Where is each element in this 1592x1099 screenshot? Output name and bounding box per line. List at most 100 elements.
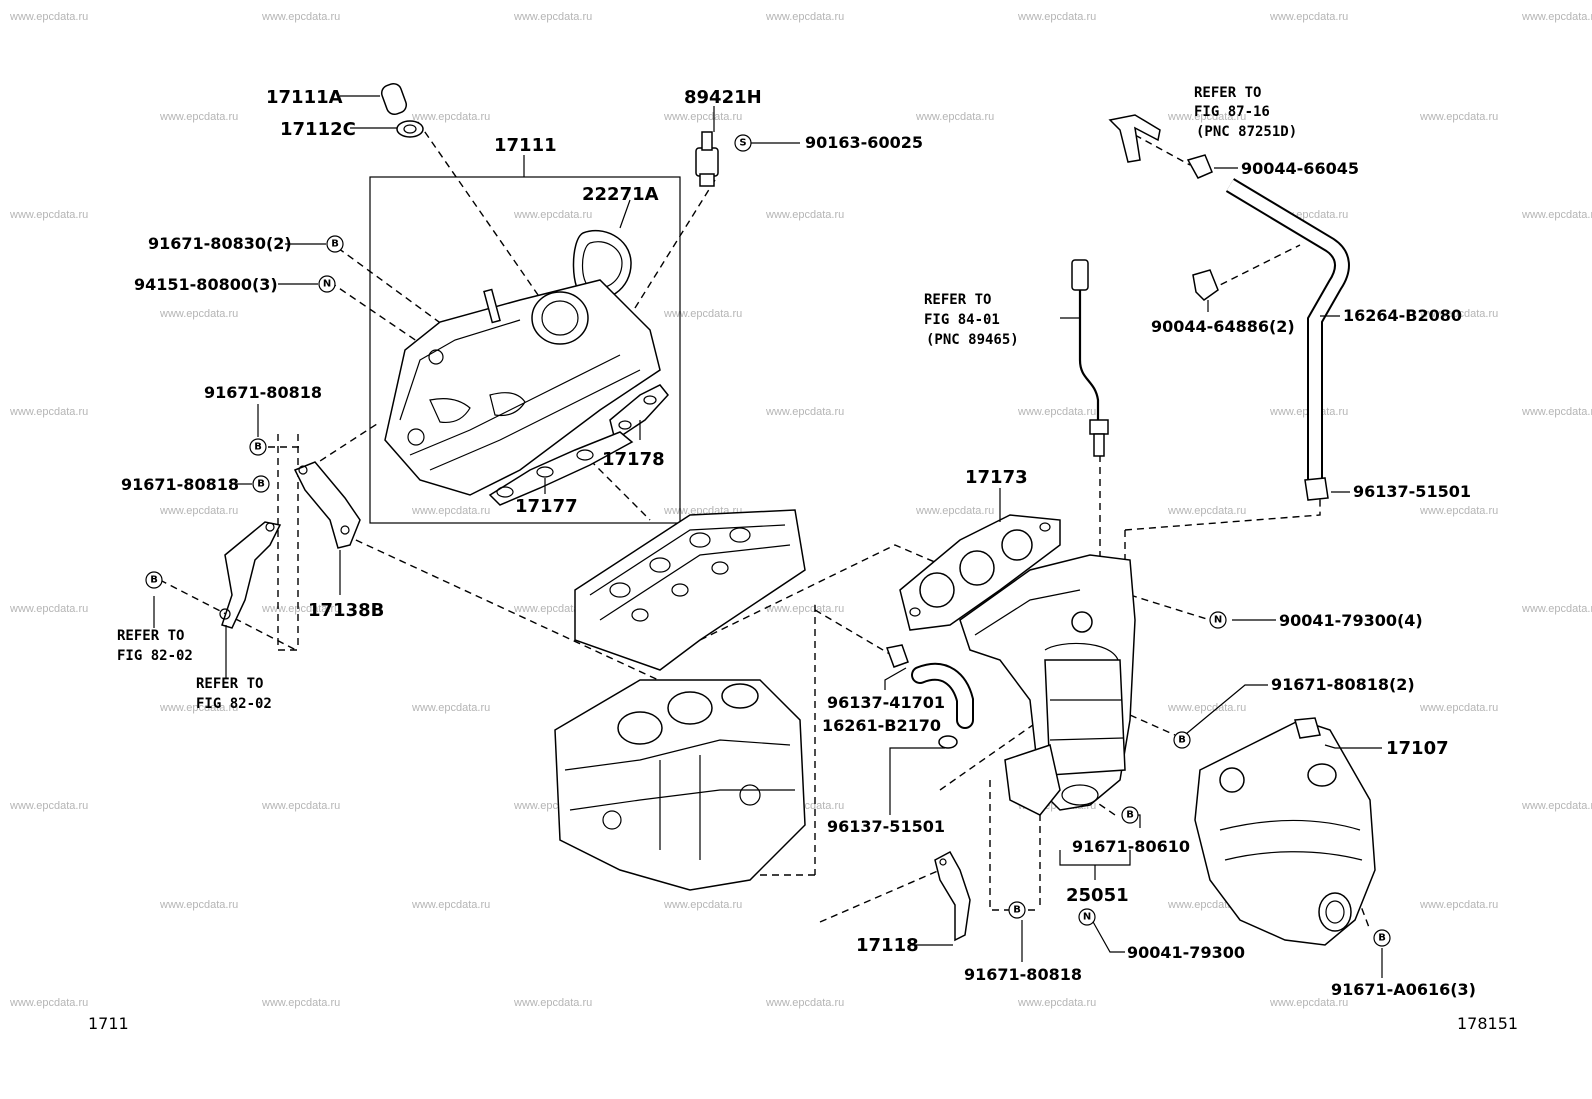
watermark: www.epcdata.ru: [1167, 702, 1246, 714]
watermark: www.epcdata.ru: [765, 603, 844, 615]
figure-code-right: 178151: [1457, 1014, 1518, 1033]
part-90044-66045-clamp: [1186, 154, 1213, 179]
note-refer-to: REFER TO: [1194, 85, 1261, 101]
watermark: www.epcdata.ru: [411, 505, 490, 517]
part-cylinder-head: [574, 509, 806, 671]
leader-lines: [153, 95, 1383, 978]
label-91671-80830: 91671-80830(2): [148, 234, 292, 253]
label-17178: 17178: [602, 449, 665, 470]
watermark: www.epcdata.ru: [765, 406, 844, 418]
part-17178-gasket: [609, 384, 669, 442]
label-17111A: 17111A: [266, 87, 343, 108]
label-25051: 25051: [1066, 885, 1129, 906]
note-fig-ref: FIG 87-16: [1194, 104, 1270, 120]
watermark: www.epcdata.ru: [765, 997, 844, 1009]
marker-B: B: [252, 475, 270, 493]
watermark: www.epcdata.ru: [9, 11, 88, 23]
watermark: www.epcdata.ru: [9, 800, 88, 812]
label-17111: 17111: [494, 135, 557, 156]
label-91671-80818-lower: 91671-80818: [964, 965, 1082, 984]
part-17111-intake-manifold: [384, 279, 661, 496]
watermark: www.epcdata.ru: [1017, 997, 1096, 1009]
watermark: www.epcdata.ru: [1419, 899, 1498, 911]
svg-text:B: B: [1013, 905, 1021, 916]
note-fig-ref: FIG 84-01: [924, 312, 1000, 328]
svg-text:B: B: [1178, 735, 1186, 746]
label-91671-80610: 91671-80610: [1072, 837, 1190, 856]
watermark: www.epcdata.ru: [1167, 111, 1246, 123]
part-96137-41701-clip: [885, 644, 909, 668]
watermark: www.epcdata.ru: [261, 800, 340, 812]
watermark: www.epcdata.ru: [9, 603, 88, 615]
marker-N: N: [318, 275, 336, 293]
marker-S: S: [734, 134, 752, 152]
label-17173: 17173: [965, 467, 1028, 488]
watermark: www.epcdata.ru: [1419, 505, 1498, 517]
part-17138B-bracket: [293, 461, 361, 549]
label-17107: 17107: [1386, 738, 1449, 759]
note-pnc-ref: (PNC 87251D): [1196, 124, 1297, 140]
svg-text:B: B: [254, 442, 262, 453]
watermark: www.epcdata.ru: [159, 308, 238, 320]
watermark: www.epcdata.ru: [1017, 406, 1096, 418]
watermark: www.epcdata.ru: [1269, 11, 1348, 23]
part-89421H-sensor: [695, 131, 719, 187]
label-91671-80818-upper: 91671-80818: [204, 383, 322, 402]
part-bracket-refer-fig82: [219, 521, 282, 629]
watermark: www.epcdata.ru: [765, 11, 844, 23]
marker-symbols: S B N B B B N B B B N B: [145, 134, 1391, 947]
marker-B: B: [326, 235, 344, 253]
reference-notes: REFER TO FIG 87-16 (PNC 87251D) REFER TO…: [117, 85, 1297, 712]
svg-text:N: N: [1214, 615, 1222, 626]
label-16264-B2080: 16264-B2080: [1343, 306, 1462, 325]
label-90044-64886: 90044-64886(2): [1151, 317, 1295, 336]
part-cylinder-block: [554, 679, 806, 891]
label-96137-51501-lower: 96137-51501: [827, 817, 945, 836]
part-17173-exhaust-gasket: [899, 514, 1061, 631]
label-17118: 17118: [856, 935, 919, 956]
label-91671-A0616: 91671-A0616(3): [1331, 980, 1476, 999]
label-17138B: 17138B: [308, 600, 384, 621]
svg-text:N: N: [1083, 912, 1091, 923]
label-91671-80818-2: 91671-80818(2): [1271, 675, 1415, 694]
part-17111A-hose: [380, 82, 408, 116]
note-pnc-ref: (PNC 89465): [926, 332, 1019, 348]
marker-B: B: [1008, 901, 1026, 919]
part-17112C-clamp: [396, 120, 424, 138]
watermark: www.epcdata.ru: [513, 209, 592, 221]
part-17177-gasket: [488, 431, 634, 506]
part-17107-heat-insulator: [1194, 717, 1376, 946]
watermark: www.epcdata.ru: [159, 702, 238, 714]
intake-manifold-group-frame: [369, 176, 681, 524]
watermark: www.epcdata.ru: [411, 111, 490, 123]
figure-code-left: 1711: [88, 1014, 129, 1033]
svg-text:B: B: [1126, 810, 1134, 821]
watermark: www.epcdata.ru: [513, 603, 592, 615]
marker-B: B: [1173, 731, 1191, 749]
watermark: www.epcdata.ru: [1521, 800, 1592, 812]
watermark: www.epcdata.ru: [915, 111, 994, 123]
watermark: www.epcdata.ru: [9, 406, 88, 418]
watermark-layer: www.epcdata.ru www.epcdata.ru www.epcdat…: [9, 11, 1592, 1009]
watermark: www.epcdata.ru: [1017, 11, 1096, 23]
watermark: www.epcdata.ru: [1419, 308, 1498, 320]
svg-text:B: B: [331, 239, 339, 250]
watermark: www.epcdata.ru: [261, 603, 340, 615]
part-fig87-pipe: [1108, 114, 1161, 163]
label-17177: 17177: [515, 496, 578, 517]
part-number-labels: 17111A 17112C 17111 22271A 89421H 90163-…: [121, 87, 1476, 999]
label-17112C: 17112C: [280, 119, 356, 140]
label-22271A: 22271A: [582, 184, 659, 205]
part-96137-51501-clip-lower: [938, 735, 958, 749]
note-refer-to: REFER TO: [196, 676, 263, 692]
marker-N: N: [1209, 611, 1227, 629]
watermark: www.epcdata.ru: [1269, 997, 1348, 1009]
watermark: www.epcdata.ru: [513, 997, 592, 1009]
watermark: www.epcdata.ru: [1521, 406, 1592, 418]
note-fig-ref: FIG 82-02: [117, 648, 193, 664]
watermark: www.epcdata.ru: [9, 209, 88, 221]
marker-B: B: [249, 438, 267, 456]
watermark: www.epcdata.ru: [663, 111, 742, 123]
watermark: www.epcdata.ru: [261, 997, 340, 1009]
label-91671-80818-mid: 91671-80818: [121, 475, 239, 494]
